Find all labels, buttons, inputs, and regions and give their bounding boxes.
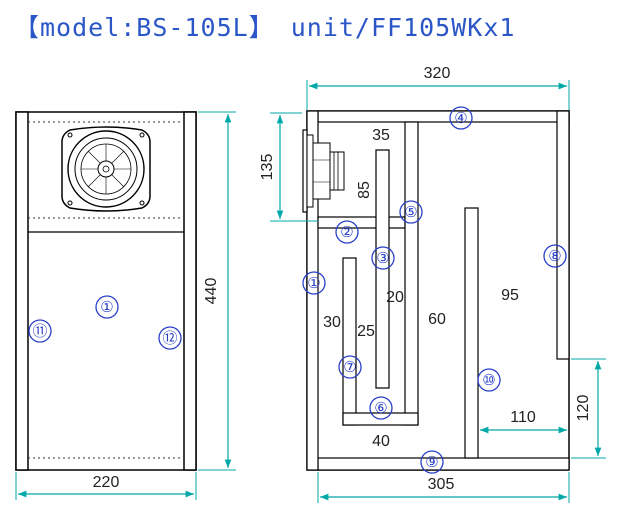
front-panel-1: ① [95,295,119,319]
svg-text:⑩: ⑩ [482,372,495,389]
svg-text:③: ③ [376,250,389,267]
side-panel-5: ⑤ [399,200,423,224]
side-panel-8: ⑧ [543,244,567,268]
speaker-height-label: 135 [259,154,276,181]
side-panel-6: ⑥ [369,396,393,420]
side-panel-1: ① [302,271,326,295]
rear-gap-label: 110 [510,409,536,426]
side-short-divider [342,257,357,426]
dim-label-35: 35 [372,127,390,144]
dim-label-95: 95 [501,287,519,304]
side-top-panel [317,110,570,123]
side-bottom-width-label: 305 [428,476,455,493]
side-top-width-label: 320 [424,65,451,82]
side-view: 320 305 135 110 120 35 85 20 30 25 60 95… [259,65,606,503]
svg-text:①: ① [307,275,320,292]
side-bottom-panel [317,457,570,471]
svg-text:④: ④ [454,110,467,127]
speaker-unit-front [61,126,151,212]
side-panel-10: ⑩ [477,368,501,392]
side-panel-3: ③ [371,246,395,270]
svg-text:②: ② [340,224,353,241]
front-width-label: 220 [93,474,120,491]
front-panel-11: ⑪ [28,319,52,343]
dim-label-25: 25 [357,323,375,340]
svg-text:⑧: ⑧ [548,248,561,265]
svg-text:⑤: ⑤ [404,204,417,221]
rear-opening-label: 120 [575,395,592,422]
dim-label-60: 60 [428,311,446,328]
front-left-side-panel [15,111,29,471]
svg-text:⑥: ⑥ [374,400,387,417]
speaker-unit-side [302,129,345,213]
dim-label-20: 20 [386,289,404,306]
front-view: 220 440 ① ⑪ ⑫ [15,111,236,500]
svg-text:⑦: ⑦ [343,359,356,376]
front-height-label: 440 [203,278,220,305]
svg-text:⑪: ⑪ [32,323,47,340]
page-title: 【model:BS-105L】 unit/FF105WKx1 [14,13,516,42]
svg-text:⑨: ⑨ [425,454,438,471]
svg-text:①: ① [100,299,113,316]
front-right-side-panel [183,111,197,471]
svg-text:⑫: ⑫ [162,330,177,347]
side-shelf-panel [317,216,406,229]
side-back-panel [556,110,570,360]
dim-label-85: 85 [356,181,373,199]
side-panel-2: ② [335,220,359,244]
side-panel-7: ⑦ [338,355,362,379]
dim-label-40: 40 [372,433,390,450]
dim-label-30: 30 [323,314,341,331]
side-rear-divider [464,207,479,459]
side-long-divider [404,121,419,426]
front-panel-12: ⑫ [158,326,182,350]
side-panel-4: ④ [449,106,473,130]
side-panel-9: ⑨ [420,450,444,474]
side-front-baffle [306,110,319,471]
